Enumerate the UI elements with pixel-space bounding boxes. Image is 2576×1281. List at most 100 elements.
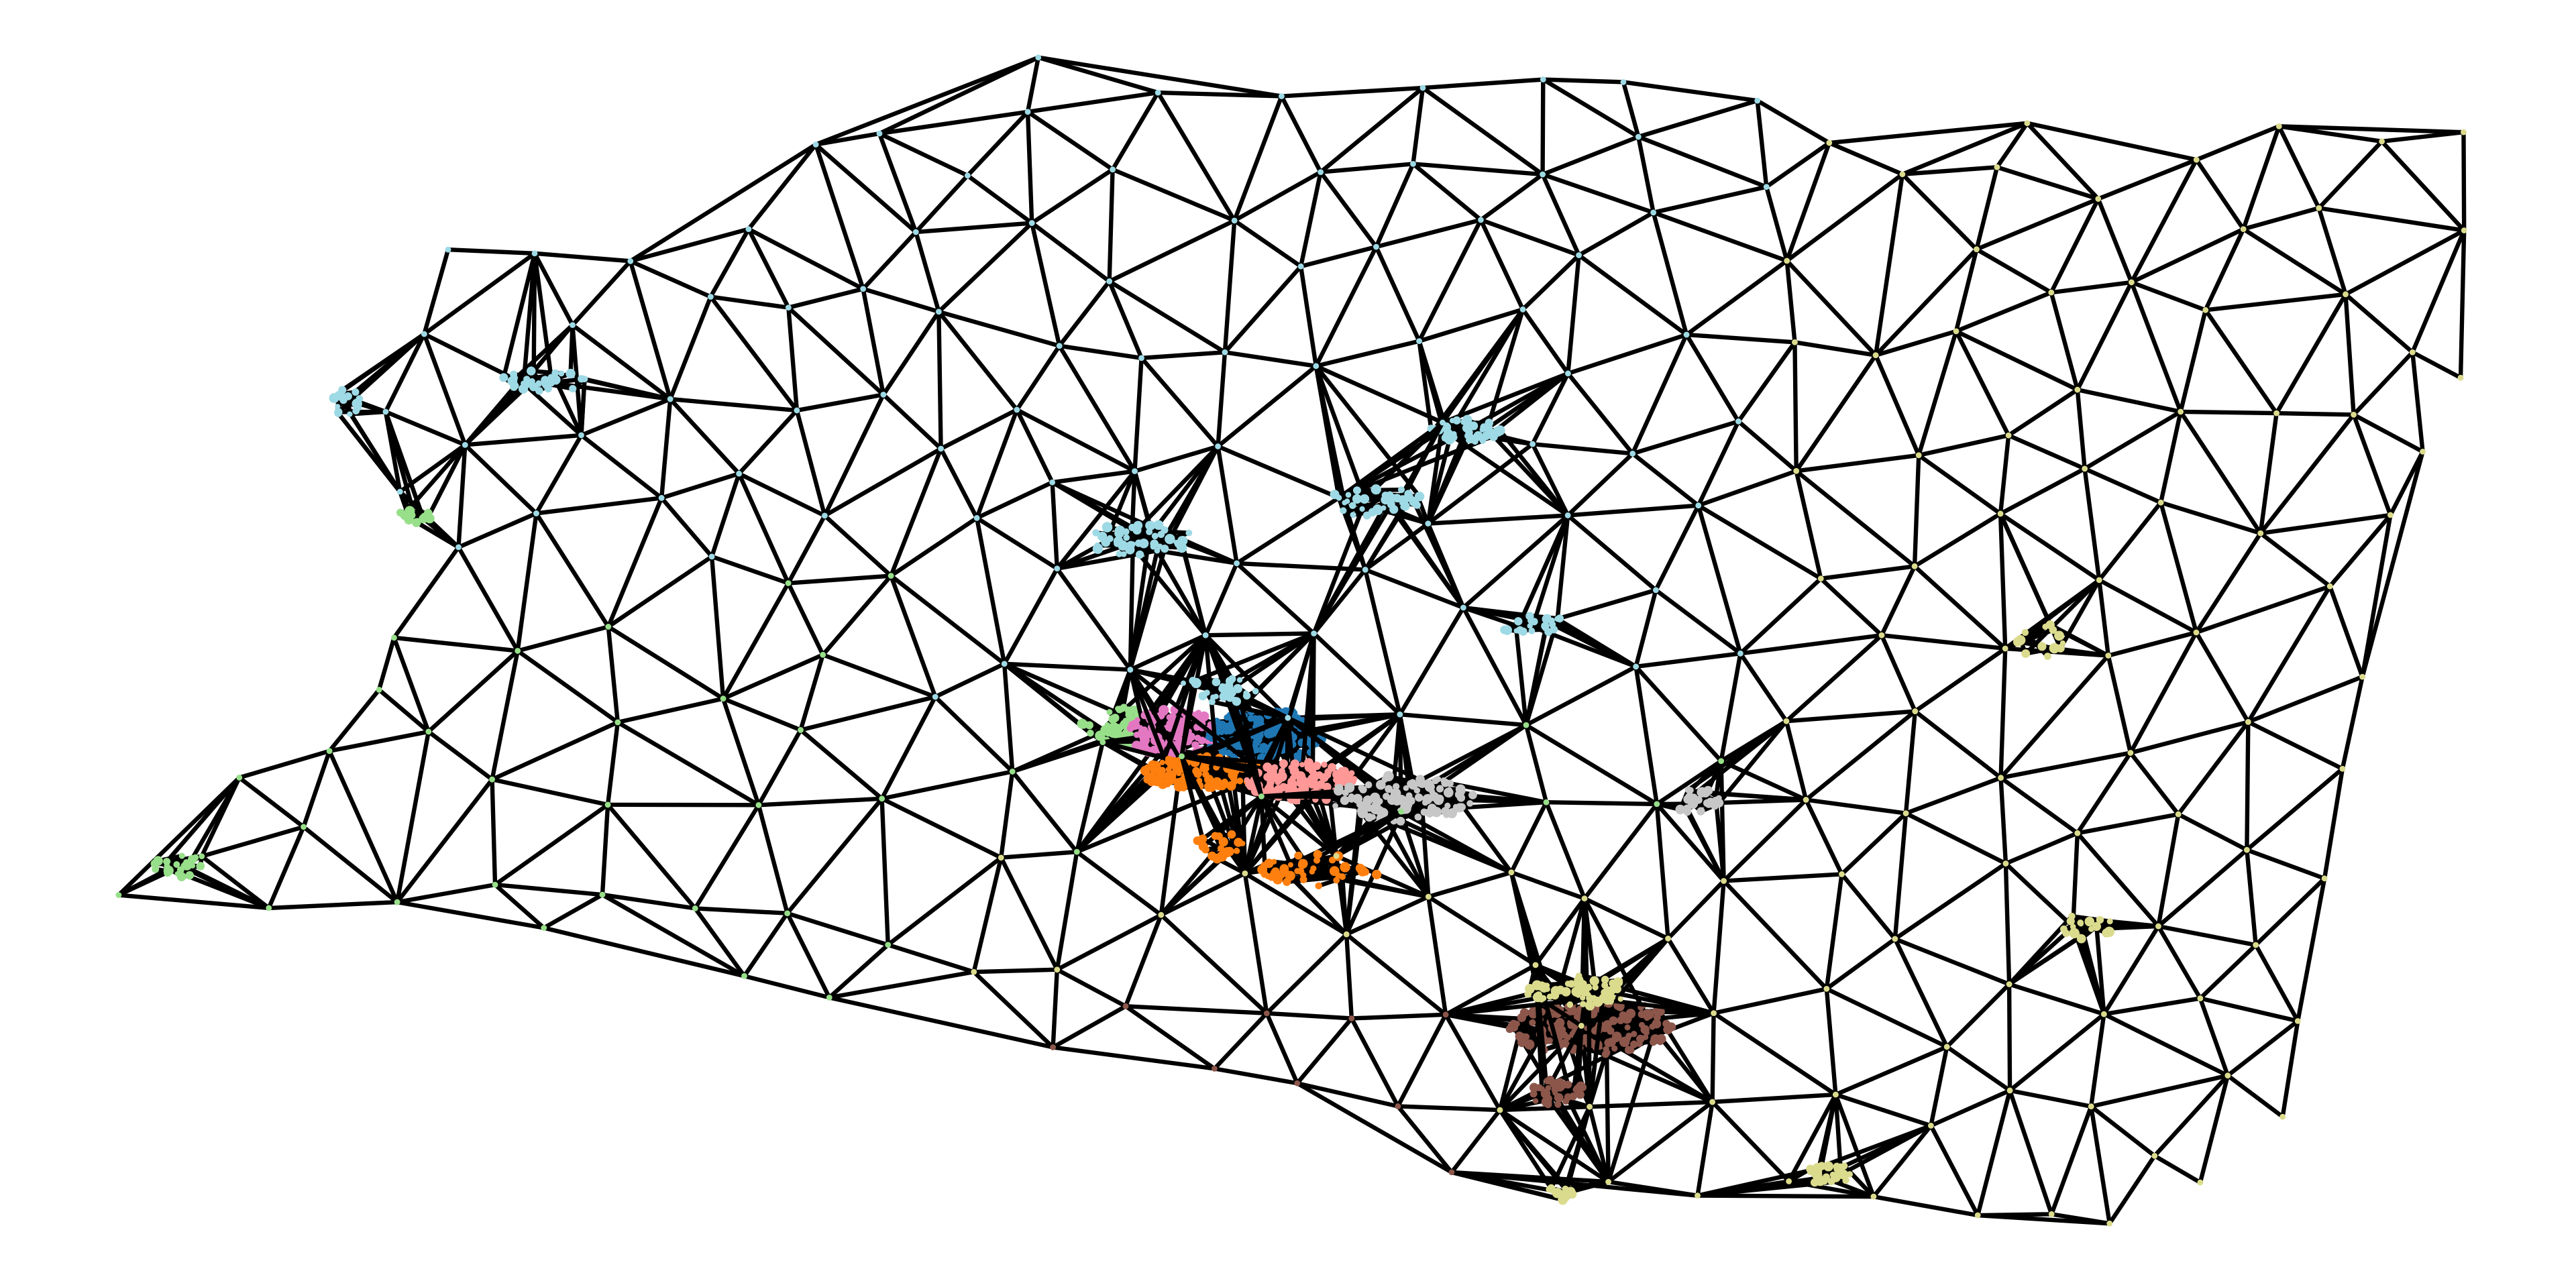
graph-edge: [1764, 184, 1789, 264]
cluster-node: [1414, 494, 1422, 502]
cluster-node: [1424, 781, 1435, 792]
cluster-node: [1348, 770, 1355, 777]
graph-node: [879, 795, 885, 802]
graph-edge: [2343, 228, 2467, 296]
cluster-node: [396, 508, 405, 517]
graph-edge: [1232, 170, 1323, 223]
graph-node: [736, 470, 743, 477]
graph-edge: [1953, 329, 2080, 392]
graph-edge: [1792, 340, 1878, 357]
cluster-node: [1227, 830, 1236, 839]
graph-edge: [1633, 651, 1743, 669]
cluster-node: [1525, 612, 1534, 620]
cluster-node: [2049, 643, 2060, 654]
cluster-node: [1644, 1029, 1650, 1036]
graph-node: [1754, 97, 1761, 104]
graph-edge: [1212, 1066, 1299, 1086]
graph-edge: [820, 573, 894, 657]
cluster-node: [352, 398, 362, 409]
graph-edge: [879, 694, 938, 801]
graph-edge: [914, 173, 970, 235]
cluster-edge: [2018, 628, 2055, 643]
graph-edge: [2360, 512, 2393, 679]
graph-node: [998, 854, 1004, 861]
graph-edge: [1917, 453, 2003, 516]
graph-edge: [879, 769, 1015, 801]
graph-edge: [1523, 722, 1549, 805]
graph-edge: [877, 131, 970, 178]
graph-edge: [1998, 466, 2087, 516]
cluster-edge: [1128, 667, 1171, 772]
cluster-node: [499, 373, 508, 382]
cluster-node: [2078, 921, 2084, 927]
graph-node: [2294, 1017, 2301, 1024]
graph-node: [1054, 565, 1061, 572]
cluster-edge: [1487, 307, 1525, 425]
cluster-node: [1321, 761, 1328, 768]
graph-node: [1578, 1023, 1585, 1029]
graph-edge: [1295, 1016, 1354, 1086]
graph-node: [973, 514, 980, 521]
cluster-edge: [1703, 791, 1809, 802]
graph-edge: [1461, 605, 1529, 728]
cluster-node: [2084, 916, 2094, 927]
graph-edge: [490, 720, 621, 782]
graph-edge: [199, 824, 306, 858]
cluster-lightblue-west: [463, 251, 673, 447]
graph-node: [1234, 560, 1240, 567]
graph-node: [2193, 156, 2200, 163]
graph-edge: [785, 911, 890, 947]
cluster-edge: [1266, 631, 1316, 791]
cluster-edge: [2079, 936, 2106, 1017]
graph-edge: [1738, 576, 1823, 656]
cluster-node: [1149, 745, 1159, 755]
cluster-edge: [401, 443, 468, 517]
cluster-node: [1165, 759, 1171, 765]
graph-edge: [1055, 967, 1128, 1009]
graph-edge: [1420, 85, 1545, 177]
graph-edge: [709, 554, 791, 586]
graph-node: [2002, 860, 2009, 867]
cluster-edge: [1179, 754, 1205, 841]
graph-edge: [1912, 511, 2003, 569]
cluster-node: [334, 408, 343, 417]
graph-node: [2106, 1220, 2113, 1227]
graph-edge: [1929, 1044, 1949, 1128]
dense-clusters: [116, 251, 2161, 1205]
cluster-node: [1100, 725, 1111, 736]
graph-edge: [1411, 162, 1545, 177]
graph-node: [1028, 220, 1035, 226]
graph-edge: [2461, 129, 2467, 233]
graph-node: [2193, 629, 2200, 636]
graph-node: [1395, 1103, 1401, 1109]
graph-node: [326, 748, 333, 755]
cluster-node: [1479, 427, 1486, 433]
cluster-node: [1264, 785, 1273, 793]
graph-edge: [2410, 350, 2463, 380]
graph-node: [2082, 465, 2088, 472]
cluster-node: [1212, 853, 1222, 864]
graph-edge: [1998, 511, 2102, 583]
graph-node: [1110, 166, 1116, 173]
cluster-node: [1450, 807, 1458, 815]
graph-node: [2457, 374, 2464, 381]
graph-edge: [1107, 279, 1228, 355]
graph-node: [2321, 875, 2328, 882]
graph-edge: [2106, 653, 2133, 755]
cluster-node: [1140, 765, 1150, 776]
cluster-node: [1210, 694, 1216, 701]
cluster-node: [1219, 839, 1225, 845]
cluster-node: [1342, 500, 1348, 506]
graph-edge: [1265, 932, 1349, 1016]
graph-node: [658, 495, 665, 501]
graph-edge: [1719, 651, 1743, 763]
graph-node: [1620, 79, 1627, 85]
cluster-node: [2054, 630, 2065, 641]
cluster-node: [185, 871, 195, 880]
graph-edge: [392, 635, 520, 653]
graph-node: [2128, 279, 2135, 286]
cluster-node: [1116, 551, 1123, 557]
graph-edge: [1824, 936, 1898, 991]
graph-node: [1587, 1103, 1593, 1110]
cluster-node: [1290, 759, 1300, 769]
